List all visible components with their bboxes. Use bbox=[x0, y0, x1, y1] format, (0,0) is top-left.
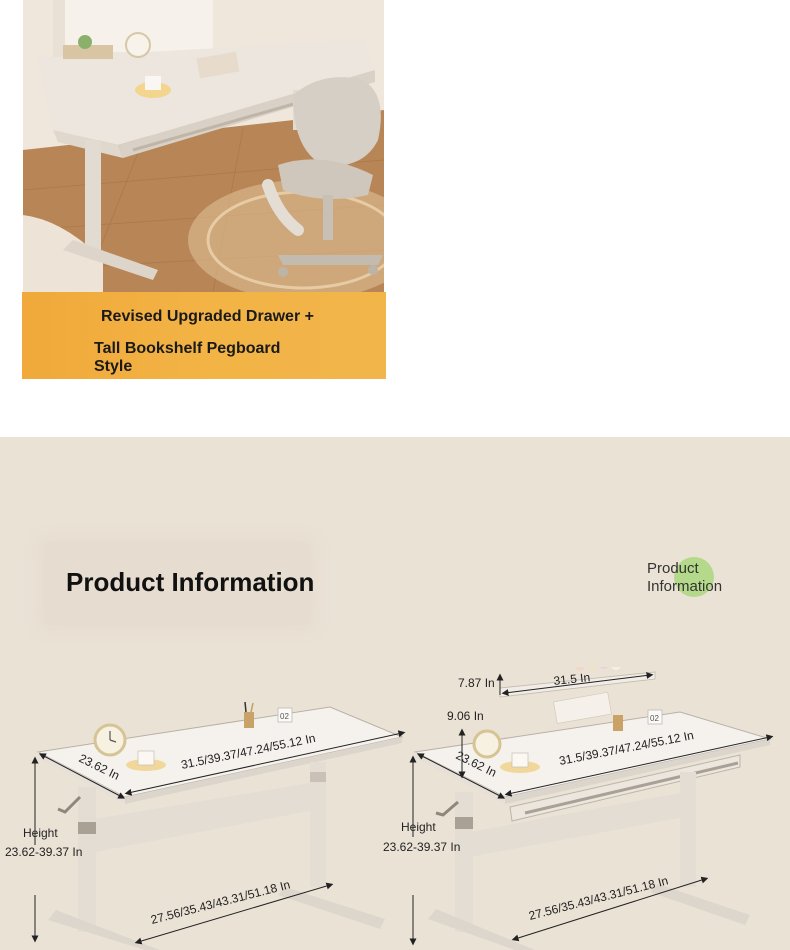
right-height-label: Height bbox=[401, 820, 436, 834]
left-height-value: 23.62-39.37 In bbox=[5, 845, 82, 859]
badge-line-2: Information bbox=[647, 578, 723, 595]
dimension-diagrams: 02 23.62 In 31.5/39.37/47.24/55.12 In He… bbox=[5, 667, 774, 950]
right-shelf-depth-label: 7.87 In bbox=[458, 676, 495, 690]
right-shelf-width-label: 31.5 In bbox=[553, 670, 591, 688]
badge-dot bbox=[674, 557, 714, 597]
right-base-width-label: 27.56/35.43/43.31/51.18 In bbox=[527, 873, 669, 922]
product-info-badge: Product Information bbox=[646, 557, 756, 607]
caption-banner: Revised Upgraded Drawer + Tall Bookshelf… bbox=[22, 292, 386, 379]
section-title: Product Information bbox=[66, 567, 315, 597]
title-card: Product Information bbox=[44, 542, 314, 625]
desk-left-drawing: 02 23.62 In 31.5/39.37/47.24/55.12 In He… bbox=[5, 701, 406, 950]
left-base-width-label: 27.56/35.43/43.31/51.18 In bbox=[149, 877, 291, 926]
right-shelf-height-label: 9.06 In bbox=[447, 709, 484, 723]
right-height-value: 23.62-39.37 In bbox=[383, 840, 460, 854]
desk-room-illustration bbox=[23, 0, 384, 292]
left-height-label: Height bbox=[23, 826, 58, 840]
svg-text:02: 02 bbox=[650, 714, 659, 723]
svg-text:02: 02 bbox=[280, 712, 289, 721]
desk-right-drawing: 02 7.87 In 31.5 In 9.06 In 23.62 In 31.5… bbox=[383, 667, 774, 950]
caption-line-1: Revised Upgraded Drawer + bbox=[101, 308, 314, 325]
product-info-section: Product Information Product Information bbox=[0, 437, 790, 950]
badge-line-1: Product bbox=[647, 560, 699, 577]
caption-line-2: Tall Bookshelf Pegboard Style bbox=[94, 340, 281, 375]
product-photo bbox=[23, 0, 384, 292]
